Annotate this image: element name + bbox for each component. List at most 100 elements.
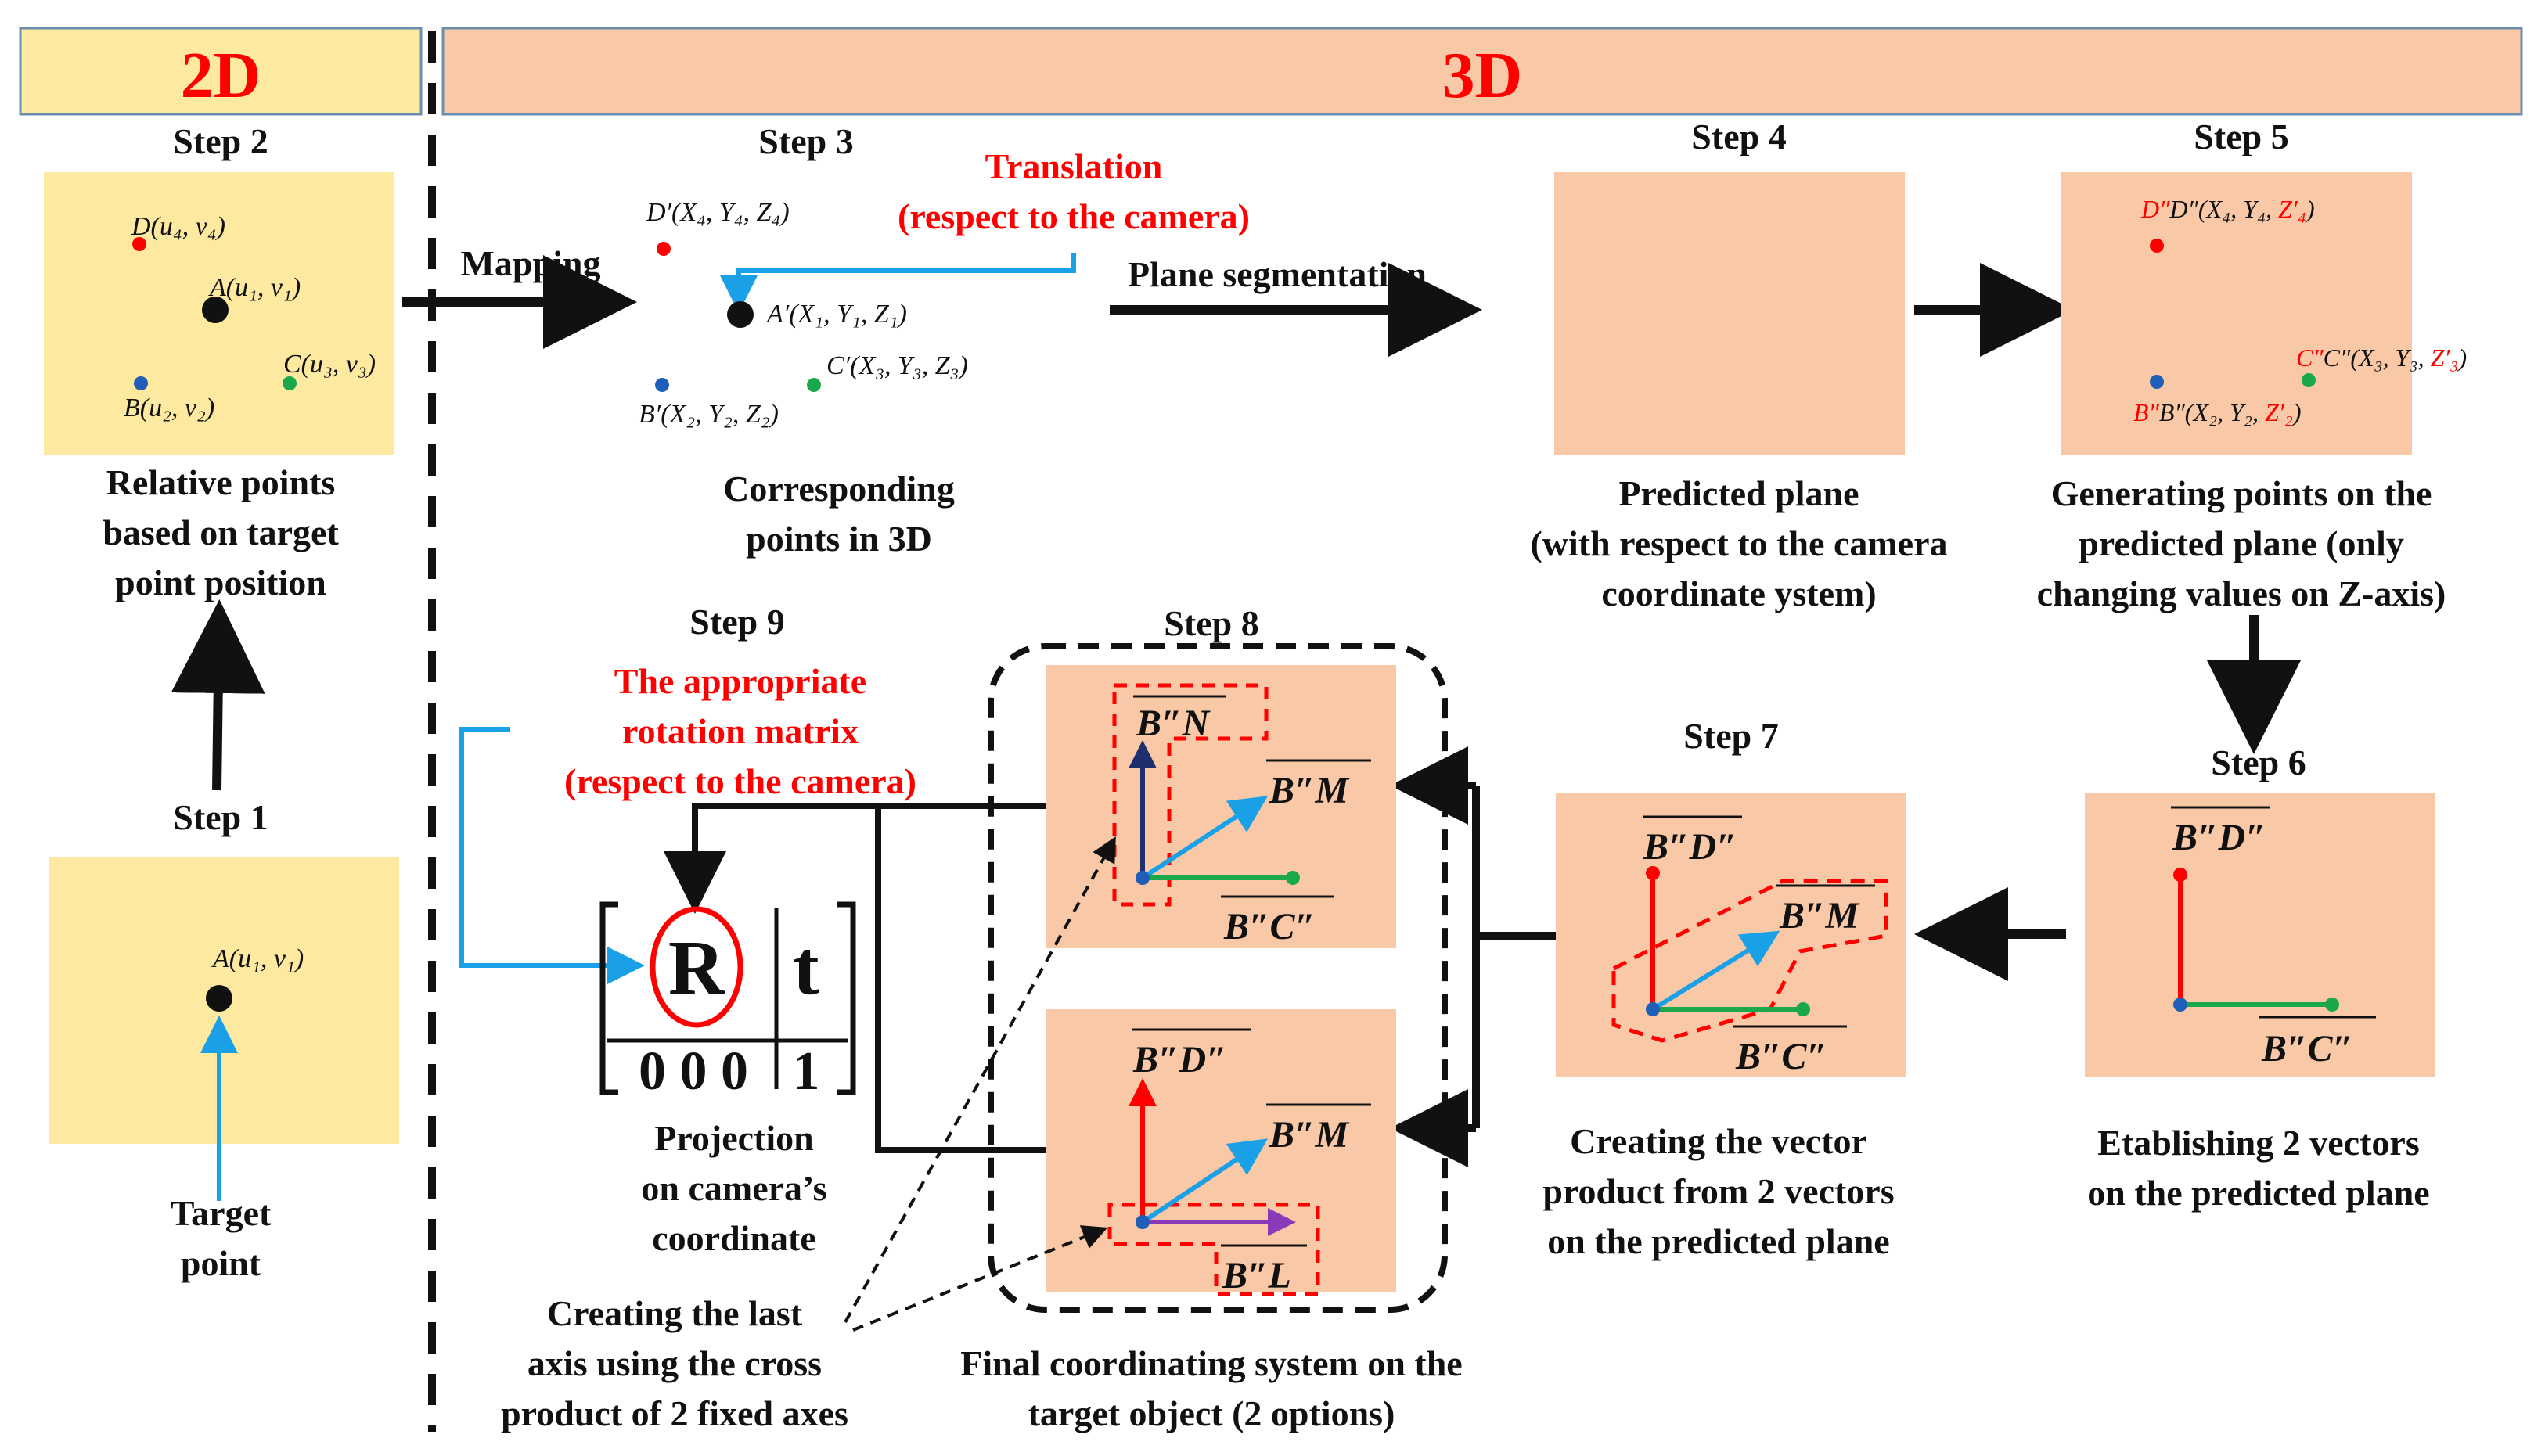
step4-caption-2: (with respect to the camera <box>1530 523 1947 563</box>
matrix-one: 1 <box>793 1041 820 1102</box>
step8-option2-point-b <box>1136 1215 1150 1229</box>
step4-caption-3: coordinate ystem) <box>1601 573 1876 613</box>
step8-to-step9-arrow <box>664 803 878 914</box>
step9-title: Step 9 <box>689 602 784 642</box>
step9-rotation-2: rotation matrix <box>622 711 859 751</box>
step8-option2-label-bl: B″L <box>1222 1255 1291 1296</box>
cross-product-note-1: Creating the last <box>547 1293 803 1333</box>
step2-caption-3: point position <box>115 563 326 602</box>
cross-product-note-2: axis using the cross <box>527 1343 822 1383</box>
step2-label-d: D(u₄, v₄) <box>131 212 225 241</box>
step8-option1-point-b <box>1136 871 1150 885</box>
step8-option2-vector-bm <box>1141 1138 1268 1224</box>
step5-point-c <box>2302 373 2316 387</box>
step8-option1-label-bc: B″C″ <box>1223 906 1316 947</box>
step3-point-d <box>657 242 671 256</box>
step9-rotation-1: The appropriate <box>614 661 866 701</box>
step8-option2-label-bm: B″M <box>1269 1114 1351 1156</box>
step2-caption-1: Relative points <box>106 462 336 502</box>
step5-point-b <box>2150 375 2164 389</box>
step6-label-bc: B″C″ <box>2261 1028 2353 1070</box>
step3-point-c <box>807 378 821 392</box>
step7-highlight <box>1611 879 1888 1043</box>
step2-point-b <box>134 376 148 390</box>
step7-point-c <box>1796 1002 1810 1016</box>
step6-title: Step 6 <box>2211 742 2306 782</box>
matrix-zeros: 0 0 0 <box>639 1041 748 1102</box>
step5-title: Step 5 <box>2194 117 2288 156</box>
step5-caption-1: Generating points on the <box>2051 473 2432 513</box>
step5-label-d: D″D″(X₄, Y₄, Z′₄) <box>2140 195 2315 223</box>
step8-option1-label-bm: B″M <box>1269 770 1351 811</box>
step3-translation-1: Translation <box>985 146 1163 186</box>
step1-caption-2: point <box>181 1243 261 1283</box>
step5-label-b: B″B″(X₂, Y₂, Z′₂) <box>2133 398 2302 426</box>
step1-point-a <box>206 985 232 1012</box>
step8-option1-label-bn: B″N <box>1136 703 1211 744</box>
step8-option1-vector-bm <box>1141 796 1269 880</box>
step5-caption-2: predicted plane (only <box>2079 523 2404 563</box>
step3-label-b: B′(X₂, Y₂, Z₂) <box>639 400 779 429</box>
plane-segmentation-label: Plane segmentation <box>1128 254 1427 294</box>
step5-label-c: C″C″(X₃, Y₃, Z′₃) <box>2296 343 2467 372</box>
step7-title: Step 7 <box>1683 716 1778 756</box>
step8-option1-plane <box>1046 665 1396 948</box>
step6-point-d <box>2173 868 2187 882</box>
step3-point-a <box>727 301 754 328</box>
rotation-highlight-ellipse <box>650 906 743 1028</box>
step7-to-step8-bracket <box>1472 786 1556 940</box>
step2-label-c: C(u₃, v₃) <box>283 350 376 379</box>
step2-title: Step 2 <box>173 121 268 161</box>
step5-plane <box>2061 172 2412 455</box>
rotation-matrix-arrow <box>459 727 645 984</box>
matrix-r: R <box>668 924 726 1011</box>
step7-plane <box>1556 793 1906 1077</box>
cross-product-note-3: product of 2 fixed axes <box>501 1393 848 1433</box>
step9-caption-1: Projection <box>654 1118 814 1158</box>
step6-caption-2: on the predicted plane <box>2087 1173 2429 1213</box>
step3-label-d: D′(X₄, Y₄, Z₄) <box>646 198 790 227</box>
step9-rotation-3: (respect to the camera) <box>564 761 916 801</box>
step2-point-c <box>283 376 297 390</box>
step9-caption-2: on camera’s <box>641 1168 826 1208</box>
matrix-t: t <box>793 924 819 1011</box>
step7-caption-3: on the predicted plane <box>1547 1221 1889 1261</box>
step7-label-bc: B″C″ <box>1735 1036 1827 1077</box>
step5-point-d <box>2150 239 2164 253</box>
step2-label-a: A(u₁, v₁) <box>208 273 301 302</box>
step7-point-b <box>1646 1002 1660 1016</box>
step2-point-d <box>132 237 146 251</box>
step1-caption-1: Target <box>171 1193 272 1233</box>
note-to-option1-arrow <box>844 836 1116 1323</box>
transformation-matrix: R t 0 0 0 1 <box>599 901 856 1102</box>
step8-to-step9-bracket <box>875 803 1046 1153</box>
step5-caption-3: changing values on Z-axis) <box>2037 573 2446 613</box>
step1-to-step2-arrow <box>171 599 265 791</box>
step9-caption-3: coordinate <box>652 1218 816 1258</box>
step8-option1-point-c <box>1286 871 1300 885</box>
step6-point-c <box>2325 998 2339 1012</box>
step3-label-c: C′(X₃, Y₃, Z₃) <box>826 351 968 380</box>
header-3d: 3D <box>441 27 2523 116</box>
step4-plane <box>1554 172 1905 455</box>
step7-label-bm: B″M <box>1779 895 1861 937</box>
step3-caption-1: Corresponding <box>723 469 955 509</box>
step8-title: Step 8 <box>1164 603 1258 643</box>
step8-caption-2: target object (2 options) <box>1028 1393 1395 1433</box>
header-2d-label: 2D <box>181 39 261 112</box>
step6-point-b <box>2173 998 2187 1012</box>
step7-caption-2: product from 2 vectors <box>1542 1171 1894 1211</box>
step7-point-d <box>1646 866 1660 880</box>
step1-title: Step 1 <box>173 797 268 837</box>
step4-title: Step 4 <box>1691 117 1786 156</box>
header-3d-label: 3D <box>1442 39 1523 112</box>
step2-label-b: B(u₂, v₂) <box>124 394 214 422</box>
step7-vector-bm <box>1651 930 1780 1012</box>
mapping-label: Mapping <box>461 243 601 283</box>
step7-label-bd: B″D″ <box>1643 826 1737 868</box>
step6-caption-1: Etablishing 2 vectors <box>2097 1123 2419 1163</box>
step1-label-a: A(u₁, v₁) <box>211 944 304 973</box>
step2-caption-2: based on target <box>103 512 339 552</box>
